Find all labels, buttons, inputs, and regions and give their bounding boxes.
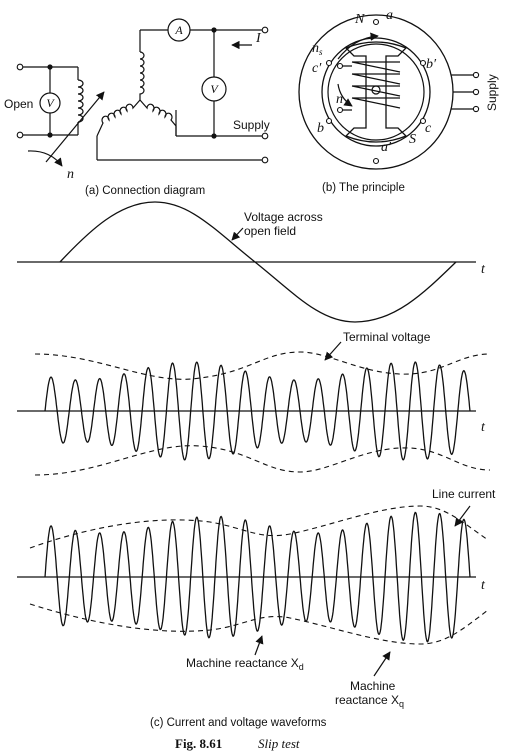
conductor-a [372,18,380,26]
a-label: a [386,8,393,23]
line-current-waveform: Line current Machine reactance Xd Machin… [17,487,496,709]
upper-envelope [29,505,489,549]
b-prime-label: b′ [426,57,437,72]
armature-phase-c-coil [139,99,177,136]
figure-title: Slip test [258,736,300,751]
south-label: S [409,132,416,147]
ammeter-label: A [174,23,183,37]
stator-supply-label: Supply [485,74,499,111]
stator-supply-leads [451,74,476,110]
stator-supply-terminal [472,71,480,79]
junction-dot [211,27,217,33]
connection-diagram: V Open n A I V Supply (a) Connection dia… [4,18,270,197]
supply-terminal-3 [261,156,269,164]
field-winding-coil [77,79,84,123]
lower-envelope [29,603,489,645]
line-current-annotation: Line current [432,487,496,501]
upper-envelope [34,351,491,380]
terminal-voltage-annotation-arrow [324,341,342,361]
speed-label: n [67,167,74,182]
xq-annotation-line2: reactance Xq [335,693,404,709]
caption-b: (b) The principle [322,182,405,194]
open-field-voltage-waveform: Voltage across open field t [17,201,486,323]
supply-voltmeter-label: V [210,82,219,96]
field-lead-terminal [336,106,344,114]
field-voltmeter [39,92,61,114]
field-terminal-bottom [16,131,24,139]
north-label: N [354,12,365,27]
current-label: I [255,31,262,46]
time-label: t [481,420,486,435]
rotor-outline [327,43,425,141]
rotor-speed-arrow [337,83,353,107]
rotor-field-winding [351,61,401,109]
supply-label: Supply [233,118,270,132]
field-terminal-top [16,63,24,71]
armature-wires [96,30,177,160]
caption-c: (c) Current and voltage waveforms [150,717,327,729]
xq-annotation-arrow [373,651,391,677]
lower-envelope [34,445,491,476]
conductor-b [325,117,333,125]
principle-diagram: N a S a′ ns c′ n b b′ c Supply (b) The p… [298,8,499,194]
armature-phase-b-coil [96,99,141,137]
xq-annotation-line1: Machine [350,679,396,693]
open-field-annotation-arrow [231,227,244,241]
synchronous-speed-arrow [337,32,379,60]
armature-phase-a-coil [139,51,145,100]
caption-a: (a) Connection diagram [85,185,205,197]
conductor-b-prime [419,59,427,67]
stator-supply-terminal [472,88,480,96]
a-prime-label: a′ [381,140,392,155]
c-prime-label: c′ [312,61,322,76]
open-field-annotation-line1: Voltage across [244,210,323,224]
stator-supply-terminal [472,105,480,113]
conductor-a-prime [372,157,380,165]
supply-voltmeter [201,76,227,102]
c-label: c [425,121,432,136]
open-label: Open [4,97,33,111]
figure-number: Fig. 8.61 [175,736,222,751]
supply-lines-2-3 [97,135,265,161]
supply-terminal-1 [261,26,269,34]
rotation-arrow [45,91,105,163]
ns-label: ns [312,41,323,57]
junction-dot [211,133,217,139]
line-current-curve [44,511,471,643]
xd-annotation: Machine reactance Xd [186,656,304,672]
speed-arrow [27,150,63,167]
field-lead-terminal [336,62,344,70]
ammeter [167,18,191,42]
conductor-c [419,117,427,125]
time-label: t [481,578,486,593]
salient-pole-rotor [344,41,408,143]
open-field-voltage-curve [59,201,457,323]
conductor-c-prime [325,59,333,67]
junction-dot [47,64,53,70]
line-current-annotation-arrow [454,505,471,527]
terminal-voltage-curve [44,361,471,461]
xd-annotation-arrow [254,635,264,656]
b-label: b [317,121,324,136]
time-label: t [481,262,486,277]
terminal-voltage-waveform: Terminal voltage t [17,330,491,476]
junction-dot [47,132,53,138]
voltmeter-label: V [46,96,55,110]
terminal-voltage-annotation: Terminal voltage [343,330,431,344]
open-field-annotation-line2: open field [244,224,296,238]
supply-terminal-2 [261,132,269,140]
n-label: n [336,92,343,107]
